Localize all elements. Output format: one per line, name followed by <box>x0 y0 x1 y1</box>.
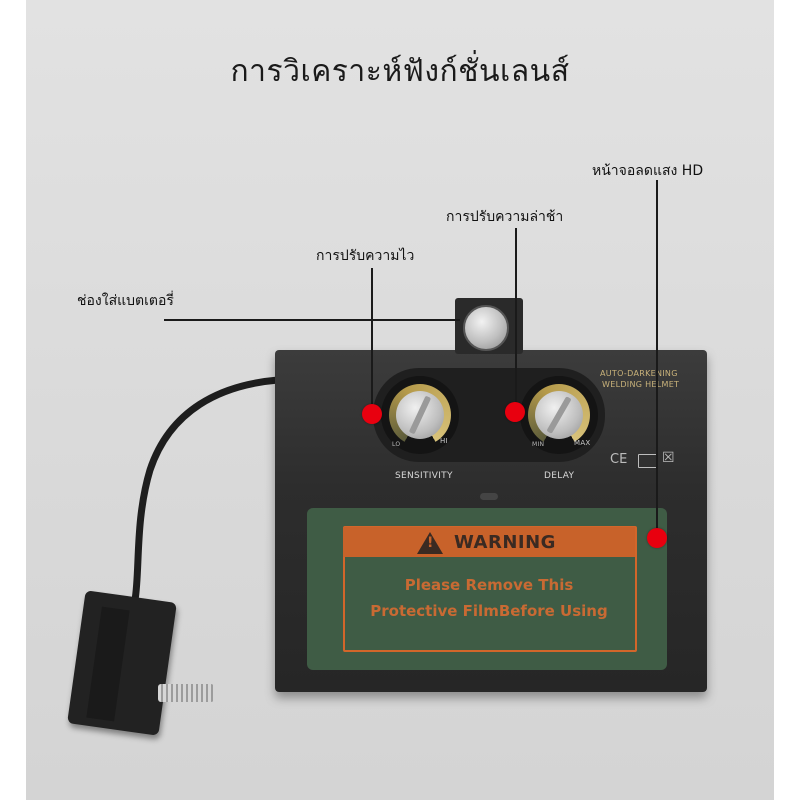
battery-callout-label: ช่องใส่แบตเตอรี่ <box>77 293 174 309</box>
ce-mark: CE <box>610 452 628 467</box>
weee-bin-icon: ☒ <box>662 450 675 466</box>
warning-header <box>343 527 635 557</box>
delay-min-mark: MIN <box>532 441 545 448</box>
delay-callout-line <box>515 228 517 412</box>
light-sensor <box>480 493 498 500</box>
sensitivity-knob-slot <box>408 395 432 435</box>
page-title: การวิเคราะห์ฟังก์ชั่นเลนส์ <box>230 54 570 89</box>
sensitivity-knob-cap <box>396 391 444 439</box>
sensitivity-callout-line <box>371 268 373 416</box>
delay-knob-slot <box>546 396 572 434</box>
hd-screen-callout-dot <box>647 528 667 548</box>
delay-callout-label: การปรับความล่าช้า <box>446 209 564 225</box>
warning-line-2: Protective FilmBefore Using <box>370 602 608 620</box>
hd-screen-callout-line <box>656 180 658 538</box>
sensitivity-label: SENSITIVITY <box>395 471 453 481</box>
hd-screen-callout-label: หน้าจอลดแสง HD <box>592 163 704 179</box>
delay-label: DELAY <box>544 471 575 481</box>
sensitivity-lo-mark: LO <box>392 441 401 448</box>
sensitivity-callout-dot <box>362 404 382 424</box>
sensitivity-callout-label: การปรับความไว <box>316 248 415 264</box>
sensitivity-knob[interactable] <box>381 376 459 454</box>
exclamation-icon: ! <box>427 535 434 551</box>
brand-line-2: WELDING HELMET <box>602 380 680 389</box>
delay-knob-cap <box>535 391 583 439</box>
battery-compartment <box>455 298 523 354</box>
battery-callout-line <box>164 319 460 321</box>
delay-callout-dot <box>505 402 525 422</box>
delay-knob[interactable] <box>520 376 598 454</box>
plug-screw <box>158 684 214 702</box>
warning-line-1: Please Remove This <box>404 576 574 594</box>
sensitivity-hi-mark: HI <box>440 437 448 445</box>
brand-line-1: AUTO-DARKENING <box>600 369 678 378</box>
coin-battery <box>463 305 509 351</box>
manual-icon <box>638 454 658 468</box>
delay-max-mark: MAX <box>574 439 591 447</box>
warning-triangle-icon <box>417 532 443 554</box>
warning-title: WARNING <box>454 532 556 553</box>
